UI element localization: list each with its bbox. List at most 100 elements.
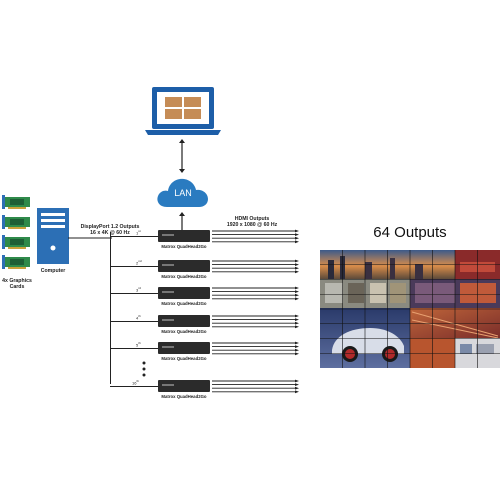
device-name: Matrox QuadHead2Go [161, 394, 207, 399]
arrowhead [295, 290, 299, 293]
unit-ordinal-number: 16 [132, 380, 137, 386]
device-led [162, 319, 174, 321]
displayport-label: DisplayPort 1.2 Outputs 16 x 4K @ 60 Hz [78, 224, 142, 236]
hdmi-output-arrows [212, 379, 299, 394]
hdmi-output-arrows [212, 314, 299, 329]
hdmi-output-arrows [212, 229, 299, 244]
device-name: Matrox QuadHead2Go [161, 274, 207, 279]
unit-ordinal-suffix: th [138, 341, 141, 345]
device-led [162, 346, 174, 348]
arrowhead [295, 345, 299, 348]
graphics-cards-label-line1: 4x Graphics [2, 278, 32, 284]
unit-ordinal-suffix: th [136, 379, 139, 383]
arrowhead [295, 240, 299, 244]
unit-ordinal: 1st [136, 229, 141, 235]
video-wall [320, 250, 500, 368]
connector-laptop-lan [179, 139, 185, 173]
distribution-bus [110, 232, 111, 384]
arrowhead [295, 286, 299, 290]
device-led [162, 234, 174, 236]
computer-label: Computer [40, 268, 66, 274]
arrowhead [295, 229, 299, 233]
arrowhead [295, 314, 299, 318]
quadhead2go-device [158, 380, 210, 392]
hdmi-title: HDMI Outputs [234, 216, 270, 222]
unit-ordinal: 4th [136, 314, 141, 320]
quadhead2go-device [158, 260, 210, 272]
arrowhead [295, 383, 299, 386]
branch-line [110, 293, 158, 294]
unit-ordinal: 16th [132, 379, 139, 385]
arrowhead [295, 297, 299, 301]
video-wall-title: 64 Outputs [373, 224, 447, 241]
unit-ordinal-number: 1 [136, 230, 139, 236]
device-led [162, 291, 174, 293]
displayport-spec: 16 x 4K @ 60 Hz [90, 230, 130, 236]
connector-lan-bus [179, 212, 185, 232]
unit-ordinal-number: 5 [136, 342, 139, 348]
device-led [162, 264, 174, 266]
arrowhead [295, 259, 299, 263]
quadhead2go-device [158, 315, 210, 327]
ellipsis-dots [142, 361, 146, 377]
unit-ordinal-number: 4 [136, 315, 139, 321]
unit-ordinal-suffix: nd [138, 259, 142, 263]
unit-ordinal-suffix: st [138, 229, 141, 233]
device-name: Matrox QuadHead2Go [161, 356, 207, 361]
unit-ordinal-number: 2 [136, 260, 139, 266]
arrowhead [295, 341, 299, 345]
graphics-cards-label-line2: Cards [9, 284, 25, 290]
device-name: Matrox QuadHead2Go [161, 329, 207, 334]
hdmi-output-arrows [212, 341, 299, 356]
unit-ordinal: 3rd [136, 286, 141, 292]
hdmi-output-arrows [212, 259, 299, 274]
branch-line [110, 321, 158, 322]
unit-ordinal: 5th [136, 341, 141, 347]
displayport-title: DisplayPort 1.2 Outputs [80, 224, 140, 230]
graphics-card-icon [2, 255, 30, 269]
arrowhead [295, 386, 299, 390]
arrowhead [295, 348, 299, 352]
branch-line [110, 348, 158, 349]
device-led [162, 384, 174, 386]
graphics-cards [2, 195, 32, 275]
computer-tower-icon [37, 208, 69, 264]
arrowhead [295, 390, 299, 394]
unit-ordinal-number: 3 [136, 287, 139, 293]
hdmi-spec: 1920 x 1080 @ 60 Hz [226, 222, 278, 228]
device-name: Matrox QuadHead2Go [161, 301, 207, 306]
device-name: Matrox QuadHead2Go [161, 244, 207, 249]
branch-line [110, 236, 158, 237]
graphics-card-icon [2, 215, 30, 229]
quadhead2go-device [158, 230, 210, 242]
arrowhead [295, 318, 299, 321]
arrowhead [295, 236, 299, 240]
graphics-cards-label: 4x Graphics Cards [0, 278, 34, 290]
laptop-icon [145, 87, 221, 135]
arrowhead [295, 233, 299, 236]
unit-ordinal-suffix: th [138, 314, 141, 318]
arrowhead [295, 321, 299, 325]
unit-ordinal: 2nd [136, 259, 142, 265]
graphics-card-icon [2, 195, 30, 209]
arrowhead [295, 325, 299, 329]
lan-cloud-icon [157, 178, 208, 207]
quadhead2go-device [158, 342, 210, 354]
quadhead2go-device [158, 287, 210, 299]
arrowhead [295, 266, 299, 270]
unit-ordinal-suffix: rd [138, 286, 141, 290]
arrowhead [295, 293, 299, 297]
hdmi-label: HDMI Outputs 1920 x 1080 @ 60 Hz [222, 216, 282, 228]
branch-line [110, 266, 158, 267]
graphics-card-icon [2, 235, 30, 249]
arrowhead [295, 379, 299, 383]
branch-line [110, 386, 158, 387]
hdmi-output-arrows [212, 286, 299, 301]
arrowhead [295, 352, 299, 356]
lan-label: LAN [174, 188, 192, 198]
arrowhead [295, 270, 299, 274]
video-wall-grid [320, 250, 500, 368]
arrowhead [295, 263, 299, 266]
connector-computer-bus [68, 237, 112, 239]
